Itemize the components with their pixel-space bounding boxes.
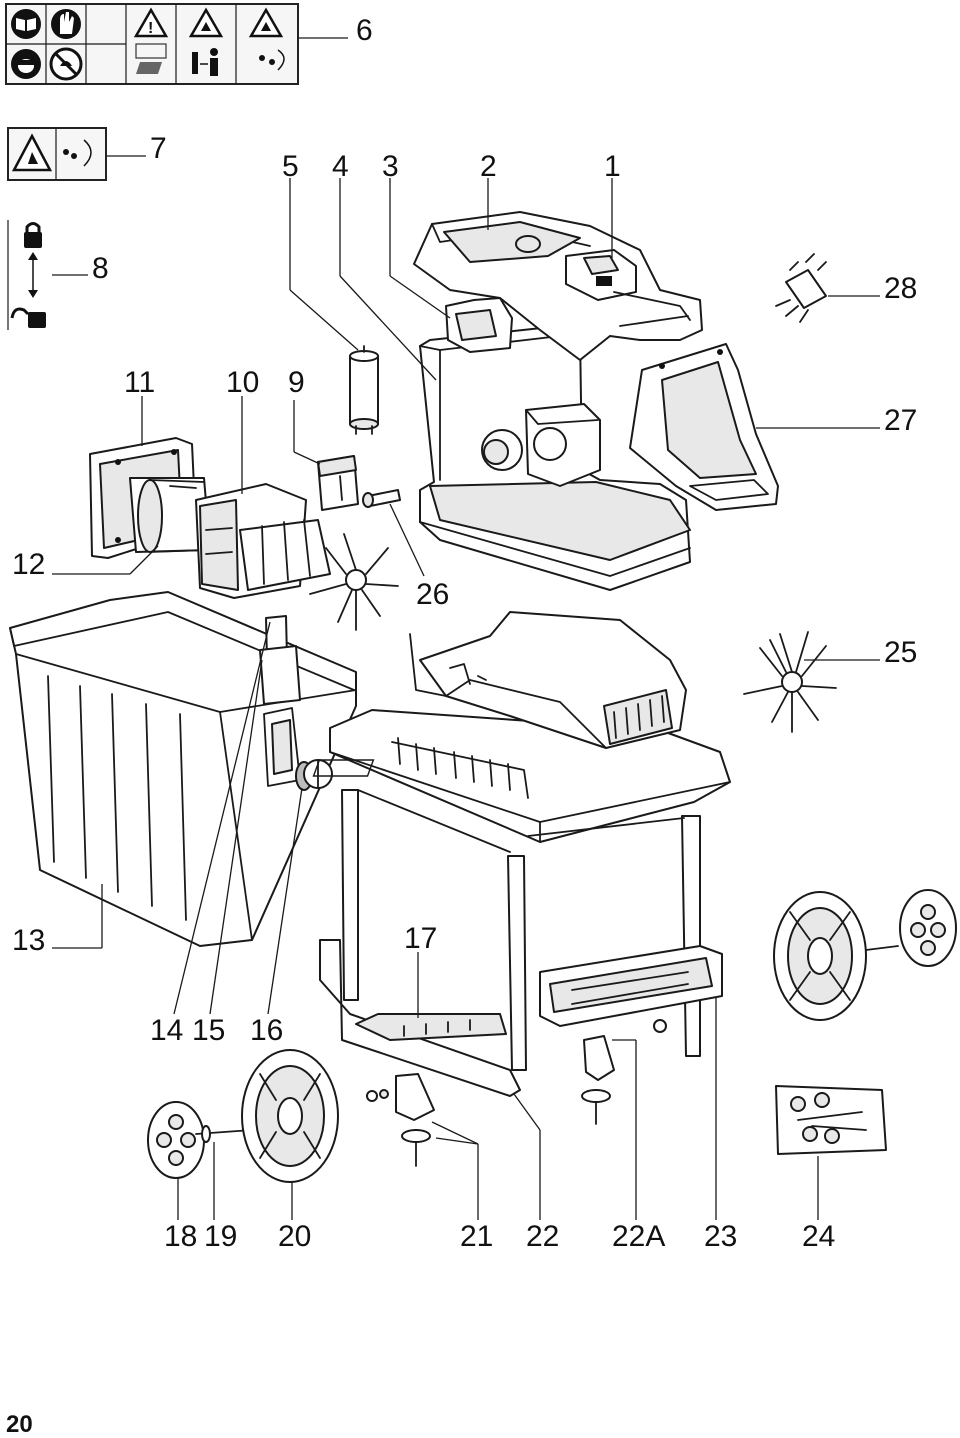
callout-20: 20	[278, 1220, 311, 1253]
wheel-right	[773, 889, 957, 1021]
warning-triangle-icon	[248, 7, 284, 38]
callout-5: 5	[282, 150, 299, 183]
callout-22a: 22A	[612, 1220, 665, 1253]
knob-16	[295, 759, 333, 791]
support-foot-22a	[581, 1019, 667, 1125]
callout-17: 17	[404, 922, 437, 955]
unlock-icon	[28, 312, 46, 328]
callout-4: 4	[332, 150, 349, 183]
callout-28: 28	[884, 272, 917, 305]
callout-11: 11	[124, 366, 155, 399]
callout-2: 2	[480, 150, 497, 183]
callout-3: 3	[382, 150, 399, 183]
warning-triangle-icon: !	[133, 7, 169, 38]
lock-icon	[24, 232, 42, 248]
callout-22: 22	[526, 1220, 559, 1253]
funnel-guard-27	[629, 343, 779, 511]
callout-7: 7	[150, 132, 167, 165]
hardware-bag-24	[775, 1085, 887, 1155]
callout-19: 19	[204, 1220, 237, 1253]
pin-26	[362, 489, 401, 508]
warning-label-7	[7, 127, 107, 181]
callout-14: 14	[150, 1014, 183, 1047]
svg-text:!: !	[148, 20, 153, 37]
callout-8: 8	[92, 252, 109, 285]
bin-lever-15	[259, 645, 301, 705]
motor-10	[195, 483, 331, 599]
safety-label-6: !	[5, 3, 299, 85]
callout-26: 26	[416, 578, 449, 611]
wheel-20	[241, 1049, 339, 1183]
callout-16: 16	[250, 1014, 283, 1047]
callout-21: 21	[460, 1220, 493, 1253]
read-manual-icon	[11, 9, 41, 39]
upper-housing-assembly	[413, 211, 703, 591]
callout-9: 9	[288, 366, 305, 399]
callout-27: 27	[884, 404, 917, 437]
capacitor-5	[349, 345, 379, 435]
hubcap-18	[147, 1101, 205, 1179]
callout-24: 24	[802, 1220, 835, 1253]
callout-18: 18	[164, 1220, 197, 1253]
callout-12: 12	[12, 548, 45, 581]
callout-1: 1	[604, 150, 621, 183]
page-number: 20	[6, 1411, 33, 1438]
callout-6: 6	[356, 14, 373, 47]
callout-25: 25	[884, 636, 917, 669]
cutter-blade-25	[743, 631, 837, 733]
callout-15: 15	[192, 1014, 225, 1047]
cutter-blade-mounted	[309, 533, 399, 631]
lock-unlock-symbol-8	[7, 220, 46, 330]
plug-28	[775, 253, 827, 323]
callout-23: 23	[704, 1220, 737, 1253]
callout-13: 13	[12, 924, 45, 957]
wheel-bracket-23	[539, 945, 723, 1027]
callout-10: 10	[226, 366, 259, 399]
foot-21	[366, 1073, 435, 1167]
warning-triangle-icon	[188, 7, 224, 38]
lower-housing	[312, 611, 731, 1097]
cover-plate-9	[317, 455, 359, 511]
